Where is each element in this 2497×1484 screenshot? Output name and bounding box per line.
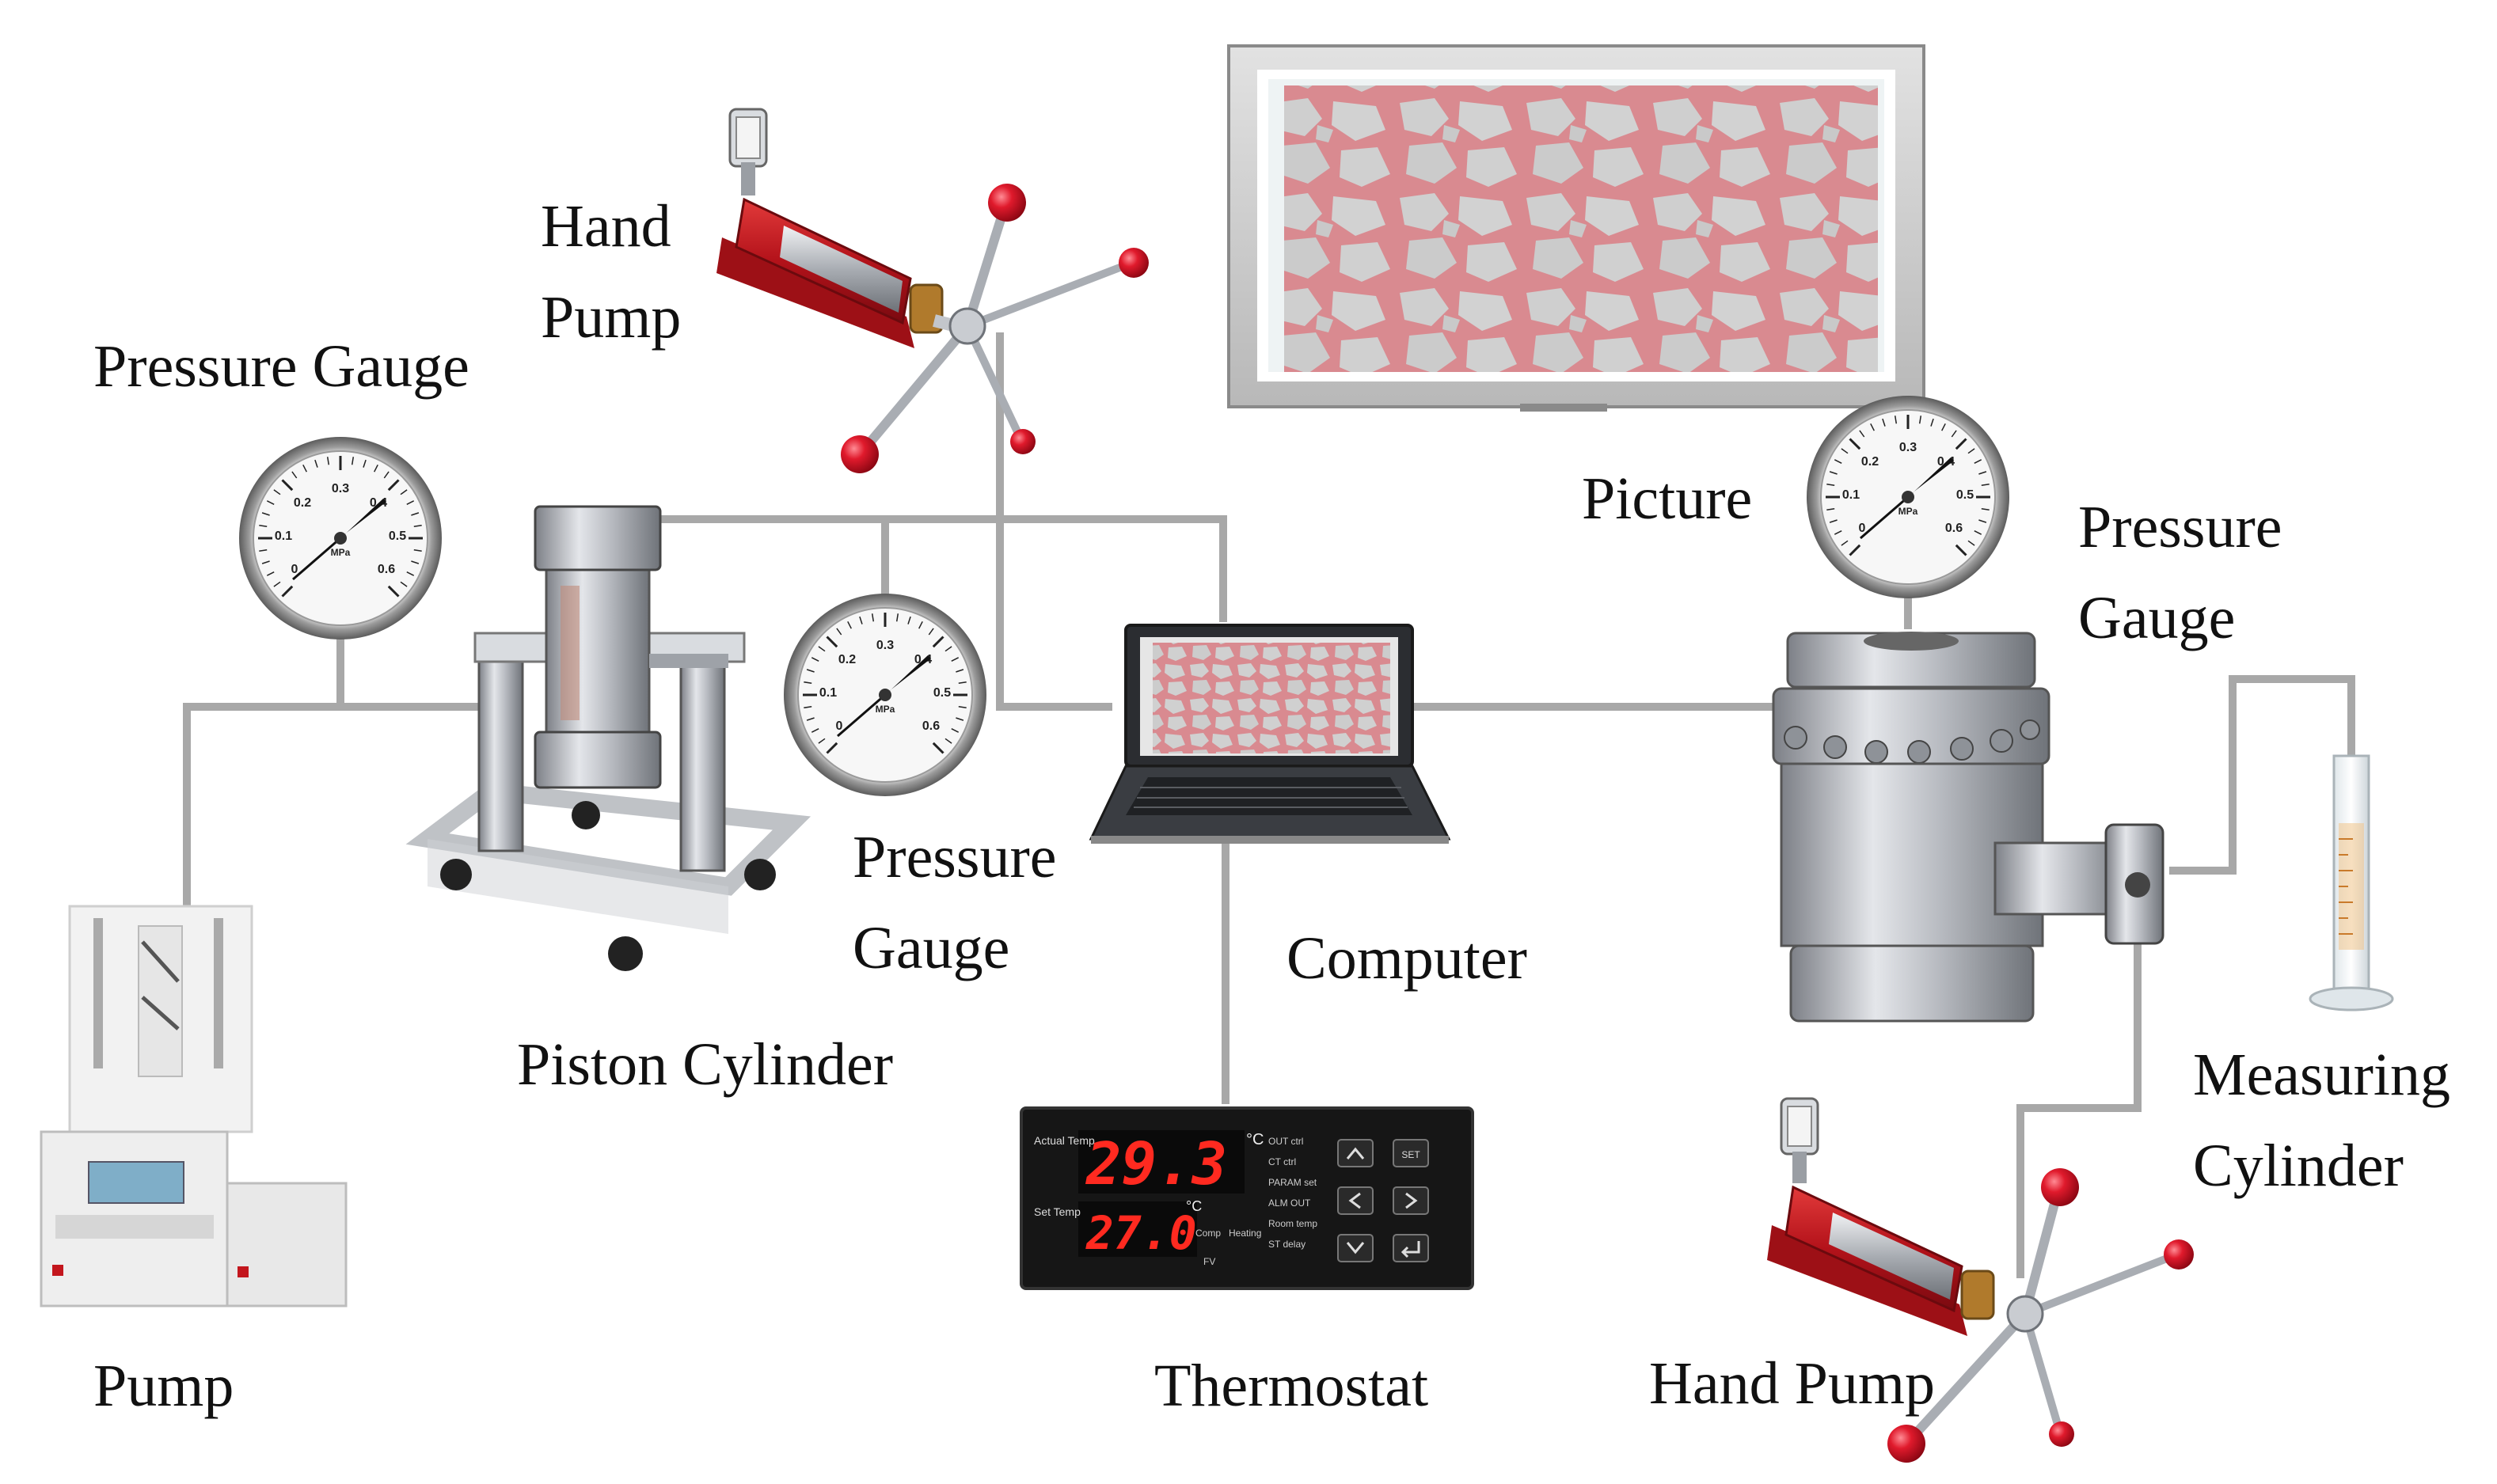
pressure-vessel (1773, 632, 2163, 1021)
svg-text:0.1: 0.1 (819, 686, 837, 700)
laptop-computer (1091, 625, 1449, 844)
svg-text:0.6: 0.6 (378, 563, 395, 576)
svg-text:ST delay: ST delay (1268, 1239, 1306, 1250)
label-pressure-gauge-top-left: Pressure Gauge (93, 321, 469, 412)
set-temp-display: 27.0 (1085, 1206, 1197, 1260)
svg-text:0.3: 0.3 (332, 482, 349, 495)
label-hand-pump-top-line1: Hand (541, 180, 671, 272)
red-knob (1010, 429, 1036, 454)
svg-text:MPa: MPa (331, 547, 351, 558)
label-pressure-gauge-middle-line1: Pressure (853, 811, 1057, 903)
label-measuring-cylinder-line2: Cylinder (2193, 1120, 2404, 1212)
svg-text:0.6: 0.6 (922, 719, 940, 733)
svg-text:MPa: MPa (876, 704, 895, 715)
red-knob (988, 184, 1026, 222)
measuring-cylinder (2310, 756, 2392, 1010)
red-knob (1887, 1425, 1925, 1463)
label-pressure-gauge-right-line1: Pressure (2078, 481, 2282, 573)
actual-temp-display: 29.3 (1085, 1130, 1227, 1198)
svg-text:0.2: 0.2 (838, 653, 856, 666)
actual-unit: °C (1246, 1131, 1264, 1148)
rock-micrograph (1284, 85, 1878, 372)
svg-text:0.5: 0.5 (389, 529, 406, 543)
svg-text:Room temp: Room temp (1268, 1218, 1317, 1229)
svg-text:0: 0 (1859, 522, 1866, 535)
picture-monitor (1229, 46, 1924, 412)
svg-text:MPa: MPa (1898, 506, 1918, 517)
red-knob (1119, 248, 1149, 278)
set-unit: °C (1186, 1198, 1202, 1214)
laptop-screen-micrograph (1153, 643, 1390, 753)
svg-text:Comp: Comp (1195, 1228, 1221, 1239)
svg-text:0: 0 (836, 719, 843, 733)
hand-pump-top (716, 109, 1149, 473)
set-button-label: SET (1401, 1149, 1420, 1160)
pump (41, 906, 346, 1306)
svg-text:0.1: 0.1 (1842, 488, 1860, 502)
pressure-gauge-left: 0 0.1 0.2 0.3 0.4 0.5 0.6 MPa (239, 437, 442, 640)
pressure-gauge-middle: 0 0.1 0.2 0.3 0.4 0.5 0.6 MPa (784, 594, 986, 796)
svg-text:0.2: 0.2 (294, 496, 311, 510)
label-hand-pump-bottom: Hand Pump (1649, 1338, 1935, 1429)
red-knob (2041, 1168, 2079, 1206)
label-measuring-cylinder-line1: Measuring (2193, 1029, 2450, 1121)
svg-text:FV: FV (1203, 1256, 1215, 1267)
label-picture: Picture (1582, 453, 1752, 545)
svg-text:CT ctrl: CT ctrl (1268, 1156, 1296, 1167)
label-piston-cylinder: Piston Cylinder (517, 1019, 893, 1110)
svg-text:0.5: 0.5 (1956, 488, 1974, 502)
pressure-gauge-right: 0 0.1 0.2 0.3 0.4 0.5 0.6 MPa (1807, 396, 2009, 598)
svg-text:PARAM set: PARAM set (1268, 1177, 1317, 1188)
piston-cylinder (428, 507, 792, 971)
svg-text:0.2: 0.2 (1861, 455, 1879, 469)
label-pressure-gauge-right-line2: Gauge (2078, 572, 2235, 664)
svg-text:ALM OUT: ALM OUT (1268, 1197, 1311, 1209)
svg-text:0: 0 (291, 563, 298, 576)
label-hand-pump-top-line2: Pump (541, 271, 681, 363)
line-vessel-to-measuring-cylinder (2169, 679, 2351, 871)
svg-text:OUT ctrl: OUT ctrl (1268, 1136, 1303, 1147)
red-knob (841, 435, 879, 473)
label-thermostat: Thermostat (1154, 1340, 1428, 1432)
thermostat-controller: Actual Temp Set Temp 29.3 27.0 °C °C OUT… (1021, 1108, 1473, 1289)
svg-text:0.3: 0.3 (1899, 441, 1917, 454)
label-computer: Computer (1287, 913, 1527, 1004)
set-temp-label: Set Temp (1034, 1205, 1081, 1218)
svg-text:0.5: 0.5 (933, 686, 951, 700)
svg-text:0.3: 0.3 (876, 639, 894, 652)
svg-text:0.6: 0.6 (1945, 522, 1963, 535)
red-knob (2049, 1421, 2074, 1447)
red-knob (2164, 1239, 2194, 1270)
label-pressure-gauge-middle-line2: Gauge (853, 902, 1009, 994)
svg-text:Heating: Heating (1229, 1228, 1261, 1239)
label-pump: Pump (93, 1340, 234, 1432)
svg-text:0.1: 0.1 (275, 529, 292, 543)
